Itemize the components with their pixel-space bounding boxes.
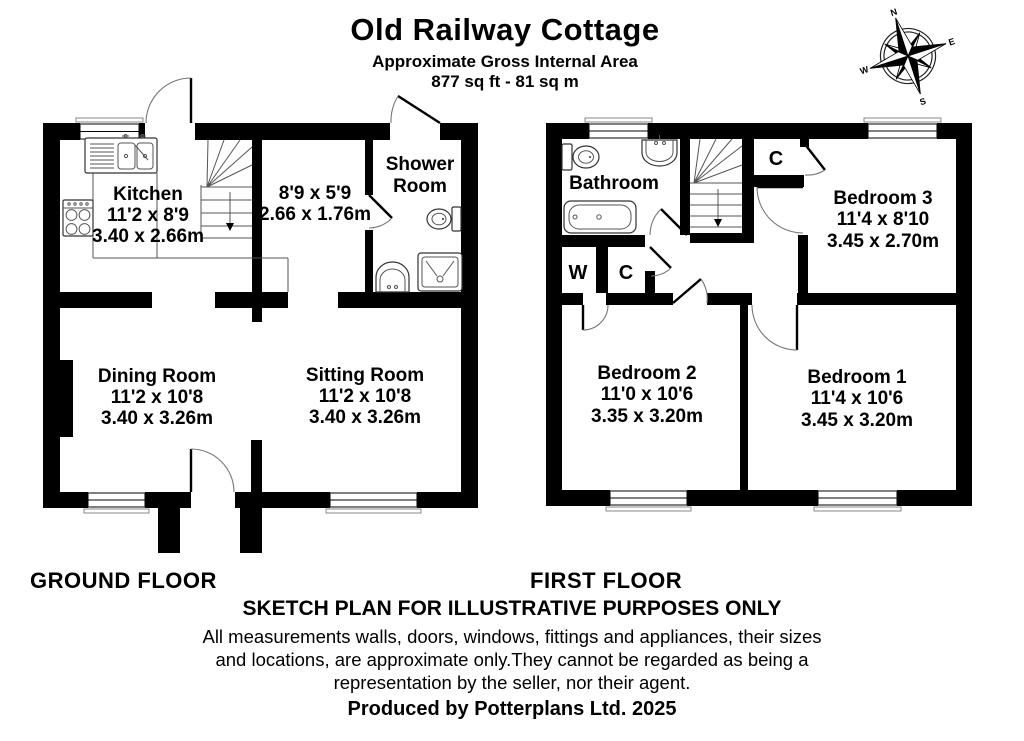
produced-by: Produced by Potterplans Ltd. 2025 [347,698,677,720]
svg-text:11'2 x 10'8: 11'2 x 10'8 [111,387,204,408]
svg-text:Bathroom: Bathroom [569,173,659,194]
svg-text:W: W [569,262,588,284]
sitting-room-label: Sitting Room 11'2 x 10'8 3.40 x 3.26m [306,365,424,428]
svg-text:Bedroom 2: Bedroom 2 [597,363,696,384]
svg-text:Kitchen: Kitchen [113,184,183,205]
hall-label: 8'9 x 5'9 2.66 x 1.76m [259,183,371,225]
back-door [145,77,193,124]
first-floor-plan: Bathroom W C C Bedroom 3 11'4 x 8'10 3.4… [546,117,972,512]
wc-symbol [426,206,462,232]
page-title: Old Railway Cottage [350,12,660,47]
landing-cupboard-label: C [619,262,633,284]
svg-text:3.40 x 2.66m: 3.40 x 2.66m [92,226,204,247]
toilet-symbol [561,143,600,171]
sketch-disclaimer-title: SKETCH PLAN FOR ILLUSTRATIVE PURPOSES ON… [242,597,782,620]
compass-n: N [889,6,898,18]
svg-text:8'9 x 5'9: 8'9 x 5'9 [279,183,351,204]
wardrobe-door [581,304,609,331]
svg-text:Bedroom 1: Bedroom 1 [807,367,907,388]
bedroom3-window [863,117,942,139]
shower-room-external-door [390,94,441,125]
svg-text:3.40 x 3.26m: 3.40 x 3.26m [101,408,213,429]
svg-text:3.35 x 3.20m: 3.35 x 3.20m [591,406,703,427]
svg-text:3.45 x 2.70m: 3.45 x 2.70m [827,231,939,252]
front-door [189,448,235,493]
bedroom3-cupboard-label: C [769,148,783,170]
dining-window [83,492,150,514]
sitting-window [325,492,422,514]
svg-text:11'4 x 8'10: 11'4 x 8'10 [837,209,930,230]
bedroom1-label: Bedroom 1 11'4 x 10'6 3.45 x 3.20m [801,367,913,431]
first-floor-walls [546,123,972,506]
svg-text:11'2 x 8'9: 11'2 x 8'9 [107,205,189,226]
first-floor-title: FIRST FLOOR [530,568,683,593]
bathroom-basin-symbol [641,135,678,167]
bedroom3-door [756,185,804,234]
page-subtitle: Approximate Gross Internal Area [372,52,638,71]
bedroom2-window [605,490,692,512]
bedroom1-window [813,490,902,512]
bath-symbol [563,200,637,234]
svg-text:Shower: Shower [386,154,455,175]
svg-text:Sitting Room: Sitting Room [306,365,424,386]
first-floor-stairs [690,138,743,228]
bedroom3-cupboard-door [803,142,826,176]
svg-text:3.45 x 3.20m: 3.45 x 3.20m [801,410,913,431]
svg-text:Dining Room: Dining Room [98,366,216,387]
landing-cupboard-door [649,246,672,277]
bathroom-window [584,117,653,139]
shower-room-inner-door [368,194,393,229]
svg-text:11'4 x 10'6: 11'4 x 10'6 [811,388,904,409]
shower-room-label: Shower Room [386,154,455,197]
svg-text:3.40 x 3.26m: 3.40 x 3.26m [309,407,421,428]
ground-floor-plan: Kitchen 11'2 x 8'9 3.40 x 2.66m 8'9 x 5'… [43,77,478,553]
cooker-symbol [62,199,94,237]
kitchen-sink-symbol [84,134,158,174]
shower-basin-symbol [375,261,410,293]
svg-text:C: C [769,148,783,170]
ground-floor-walls [43,123,478,553]
compass-w: W [859,64,871,76]
gross-area: 877 sq ft - 81 sq m [431,72,579,91]
svg-text:Room: Room [393,176,447,197]
compass-rose-icon: N E S W [859,6,956,107]
kitchen-window [75,117,144,140]
compass-s: S [918,96,927,107]
kitchen-label: Kitchen 11'2 x 8'9 3.40 x 2.66m [92,184,204,247]
disclaimer-line-2: and locations, are approximate only.They… [215,649,809,670]
shower-tray-symbol [417,252,463,292]
bathroom-label: Bathroom [569,173,659,194]
wardrobe-label: W [569,262,588,284]
disclaimer-line-1: All measurements walls, doors, windows, … [202,626,822,647]
svg-text:C: C [619,262,633,284]
bedroom3-label: Bedroom 3 11'4 x 8'10 3.45 x 2.70m [827,188,939,252]
bedroom2-door [672,278,708,304]
bedroom2-label: Bedroom 2 11'0 x 10'6 3.35 x 3.20m [591,363,703,427]
compass-e: E [947,36,956,47]
ground-floor-stairs [200,139,253,239]
svg-text:11'2 x 10'8: 11'2 x 10'8 [319,386,412,407]
svg-text:Bedroom 3: Bedroom 3 [833,188,932,209]
disclaimer-line-3: representation by the seller, nor their … [333,672,691,693]
bathroom-door [649,208,688,236]
dining-room-label: Dining Room 11'2 x 10'8 3.40 x 3.26m [98,366,216,429]
bedroom1-door [751,304,799,351]
svg-text:11'0 x 10'6: 11'0 x 10'6 [601,384,694,405]
ground-floor-title: GROUND FLOOR [30,568,217,593]
svg-text:2.66 x 1.76m: 2.66 x 1.76m [259,204,371,225]
